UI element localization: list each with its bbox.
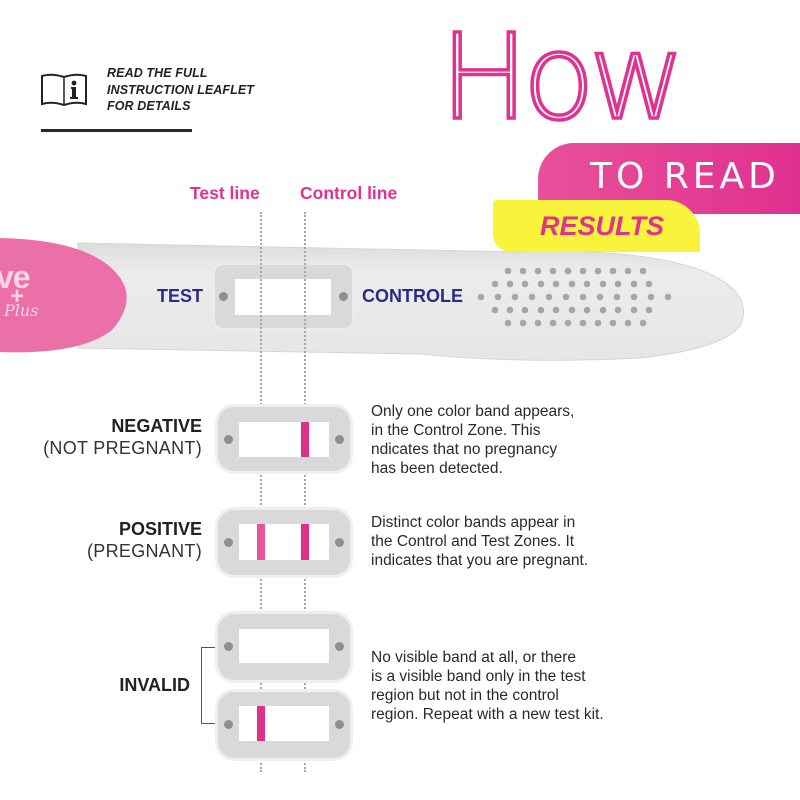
desc-line: the Control and Test Zones. It xyxy=(371,533,575,550)
device-test-label: TEST xyxy=(157,286,204,306)
window-pin-left xyxy=(219,292,228,301)
results-text: RESULTS xyxy=(540,211,665,241)
title-how: How xyxy=(438,6,687,148)
svg-text:How: How xyxy=(440,22,679,132)
device-result-window xyxy=(213,263,354,330)
desc-line: is a visible band only in the test xyxy=(371,668,586,685)
desc-line: region but not in the control xyxy=(371,687,559,704)
open-book-info-icon xyxy=(41,73,87,107)
desc-line: Only one color band appears, xyxy=(371,403,575,420)
negative-description: Only one color band appears, in the Cont… xyxy=(371,402,641,478)
test-line-guide xyxy=(260,212,262,772)
control-line-label: Control line xyxy=(300,183,398,203)
window-pin-left xyxy=(224,720,233,729)
results-banner: RESULTS xyxy=(493,200,700,252)
negative-title: NEGATIVE xyxy=(111,416,202,436)
brand-plus: + xyxy=(10,283,25,310)
vent-dots xyxy=(477,267,672,327)
invalid-bracket xyxy=(201,647,215,724)
invalid-description: No visible band at all, or there is a vi… xyxy=(371,648,651,724)
positive-title: POSITIVE xyxy=(118,519,202,539)
leaflet-line: INSTRUCTION LEAFLET xyxy=(107,82,255,97)
positive-subtitle: (PREGNANT) xyxy=(87,541,202,561)
leaflet-note: READ THE FULL INSTRUCTION LEAFLET FOR DE… xyxy=(107,65,254,115)
control-band xyxy=(301,422,309,457)
negative-result-window xyxy=(218,407,350,471)
control-line-guide xyxy=(304,212,306,772)
desc-line: has been detected. xyxy=(371,460,503,477)
test-line-label: Test line xyxy=(190,183,260,203)
desc-line: Distinct color bands appear in xyxy=(371,514,576,531)
to-read-text: TO READ xyxy=(590,156,780,197)
desc-line: in the Control Zone. This xyxy=(371,422,541,439)
invalid-result-window-test-only xyxy=(218,692,350,758)
positive-result-window xyxy=(218,510,350,575)
leaflet-line: READ THE FULL xyxy=(107,66,208,80)
desc-line: No visible band at all, or there xyxy=(371,649,577,666)
invalid-title: INVALID xyxy=(119,675,190,695)
test-band xyxy=(257,524,265,560)
divider xyxy=(41,129,192,132)
leaflet-line: FOR DETAILS xyxy=(107,99,191,113)
control-band xyxy=(301,524,309,560)
window-inner xyxy=(239,422,329,457)
device-control-label: CONTROLE xyxy=(362,286,463,306)
how-wordmark: How xyxy=(438,6,687,148)
window-pin-right xyxy=(335,538,344,547)
desc-line: ndicates that no pregnancy xyxy=(371,441,558,458)
window-inner xyxy=(239,629,329,663)
desc-line: indicates that you are pregnant. xyxy=(371,552,589,569)
negative-subtitle: (NOT PREGNANT) xyxy=(43,438,202,458)
desc-line: region. Repeat with a new test kit. xyxy=(371,706,604,723)
window-pin-left xyxy=(224,538,233,547)
window-inner xyxy=(239,524,329,560)
invalid-result-window-blank xyxy=(218,614,350,680)
window-pin-right xyxy=(335,435,344,444)
window-pin-left xyxy=(224,435,233,444)
brand-logo: ve + Plus xyxy=(0,259,60,333)
window-pin-left xyxy=(224,642,233,651)
window-inner xyxy=(235,279,331,315)
test-band xyxy=(257,706,265,741)
brand-main: ve xyxy=(0,259,31,295)
window-pin-right xyxy=(335,720,344,729)
brand-script: Plus xyxy=(4,301,39,320)
window-pin-right xyxy=(335,642,344,651)
to-read-banner: TO READ xyxy=(538,143,800,214)
positive-description: Distinct color bands appear in the Contr… xyxy=(371,513,641,570)
window-inner xyxy=(239,706,329,741)
window-pin-right xyxy=(339,292,348,301)
pink-handle xyxy=(0,238,127,353)
